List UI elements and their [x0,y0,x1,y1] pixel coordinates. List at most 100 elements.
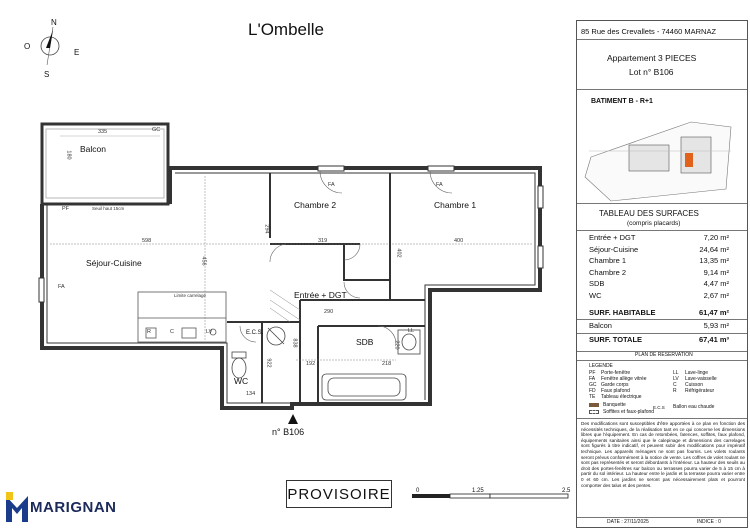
legend-code: TE [589,394,596,400]
dim-290: 290 [324,309,334,315]
marignan-logo-text: MARIGNAN [30,499,117,516]
surface-row-label: Entrée + DGT [589,233,636,242]
balcon-value: 5,93 m² [703,321,729,330]
balcon-label: Balcon [589,321,612,330]
surface-row-value: 13,35 m² [699,256,729,265]
scale-tick-1: 1.25 [472,488,484,494]
marignan-logo-icon [6,492,28,522]
dim-294: 294 [263,224,270,234]
kitchen-counter [137,291,227,343]
scale-tick-0: 0 [416,488,420,494]
dim-218: 218 [382,361,392,367]
compass [22,18,78,80]
ecs-tank [266,326,286,346]
dim-134: 134 [246,391,256,397]
dim-220: 220 [393,340,400,350]
legend-text: Cuisson [685,382,704,388]
lot-marker-label: n° B106 [272,427,305,437]
room-label-wc: WC [234,376,249,386]
label-lave-linge: LL [408,328,415,334]
soffites-swatch [589,410,599,414]
legend-text: Lave-linge [685,370,709,376]
apartment-type: Appartement 3 PIECES [607,53,697,63]
legend-text: Réfrigérateur [685,388,715,394]
bathtub [321,373,407,401]
balcony-outline [40,122,170,206]
room-label-chambre-1: Chambre 1 [434,200,477,210]
legend-text: Porte-fenêtre [601,370,631,376]
surf-habitable-value: 61,47 m² [698,308,729,317]
legend-code: R [673,388,677,394]
compass-east-label: E [74,48,80,57]
legend-text: Garde corps [601,382,629,388]
legend-text: Fenêtre allège vitrée [601,376,647,382]
toilet [231,351,247,379]
legend-ecs: E.C.S [653,405,665,410]
address: 85 Rue des Crevallets - 74460 MARNAZ [581,27,717,36]
label-fa-3: FA [58,284,65,290]
plan-indice: INDICE : 0 [697,519,721,525]
surface-row-label: SDB [589,279,605,288]
compass-south-label: S [44,70,50,79]
scale-bar [412,486,572,500]
dim-922: 922 [265,358,272,368]
dim-319: 319 [318,238,328,244]
surface-row: Entrée + DGT 7,20 m² [589,233,741,242]
lot-marker-arrow [288,414,298,424]
legend-code: LV [673,376,679,382]
surface-row: Chambre 1 13,35 m² [589,256,741,265]
legend-text: Lave-vaisselle [685,376,717,382]
plan-date: DATE : 27/11/2025 [607,519,649,525]
room-label-balcon: Balcon [80,144,106,154]
label-gc: GC [152,127,161,133]
dim-402: 402 [395,248,402,258]
surface-row: Chambre 2 9,14 m² [589,268,741,277]
balcon-row: Balcon 5,93 m² [589,321,741,330]
legende-title: LEGENDE [589,363,613,369]
dim-598: 598 [142,238,152,244]
legend-ballon: Ballon eau chaude [673,404,715,410]
floor-plan [38,122,544,424]
compass-north-label: N [51,18,57,27]
plan-reservation: PLAN DE RESERVATION [635,352,693,358]
label-cuisson: C [170,329,174,335]
legend-code: PF [589,370,596,376]
legend-banquette: Banquette [603,402,626,408]
ecs-label: E.C.S. [246,330,264,336]
disclaimer-notice: Des modifications sont susceptibles d'êt… [581,421,745,488]
project-title: L'Ombelle [248,20,325,39]
banquette-swatch [589,403,599,407]
label-seuil: Seuil haut 15cm [92,206,125,211]
legend-code: C [673,382,677,388]
dim-180: 180 [65,150,72,160]
legend-code: FD [589,388,596,394]
surface-row-value: 9,14 m² [703,267,729,277]
label-fa-1: FA [328,182,335,188]
surf-habitable-label: SURF. HABITABLE [589,308,656,317]
room-label-chambre-2: Chambre 2 [294,200,337,210]
label-fa-2: FA [436,182,443,188]
label-lave-vaisselle: LV [206,329,213,335]
lot-number: Lot n° B106 [629,67,674,77]
room-label-sdb: SDB [356,337,374,347]
surface-row-label: Séjour-Cuisine [589,244,639,254]
compass-icon [40,26,60,66]
dim-456: 456 [200,256,207,266]
table-subtitle: (compris placards) [627,220,681,227]
compass-west-label: O [24,42,31,51]
legend-text: Tableau électrique [601,394,642,400]
surface-row-value: 7,20 m² [703,233,729,242]
surface-row-label: Chambre 1 [589,256,627,265]
legend-text: Faux plafond [601,388,630,394]
legend-code: GC [589,382,597,388]
dim-335: 335 [98,129,108,135]
surface-row-value: 2,67 m² [703,290,729,300]
info-panel: 85 Rue des Crevallets - 74460 MARNAZ App… [576,20,748,528]
surf-habitable-row: SURF. HABITABLE 61,47 m² [589,308,741,317]
label-refrigerateur: R [147,329,151,335]
surface-row-label: Chambre 2 [589,267,627,277]
site-plan-thumbnail [581,117,741,203]
surf-totale-label: SURF. TOTALE [589,335,643,344]
